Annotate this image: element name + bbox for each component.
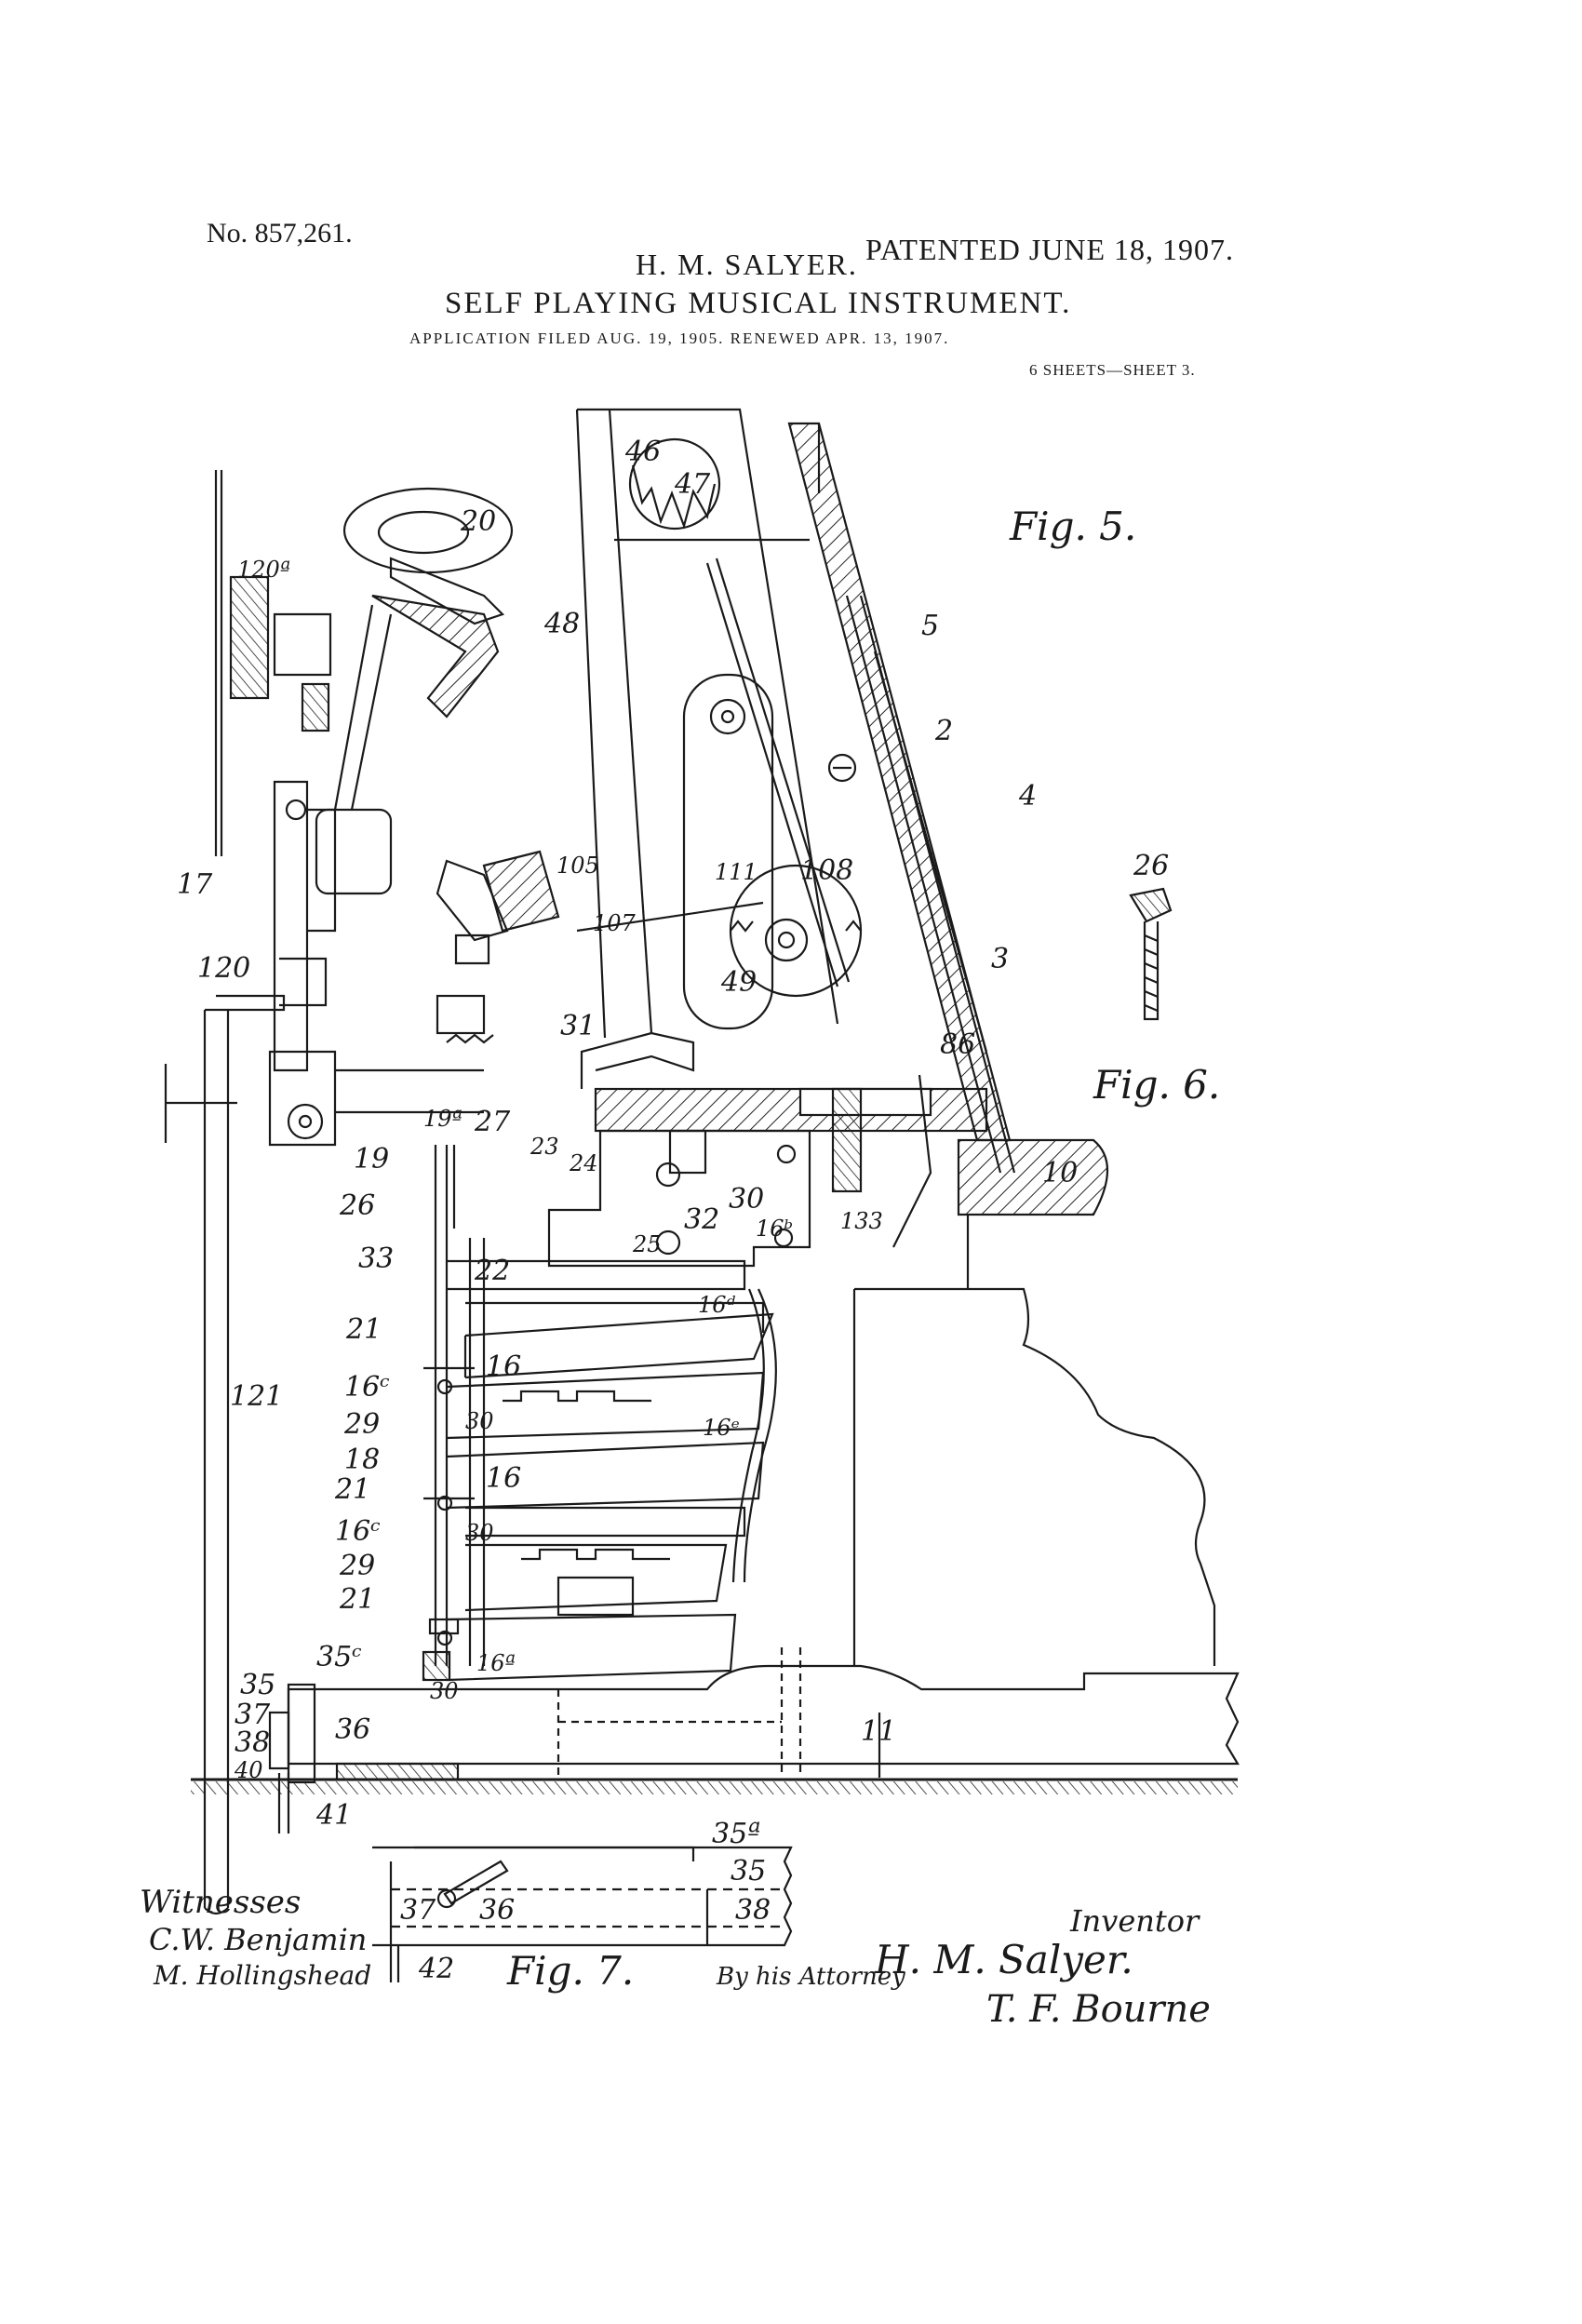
fig6-label: Fig. 6. xyxy=(1093,1062,1220,1108)
inventor-label: Inventor xyxy=(1069,1903,1200,1939)
ref-11: 11 xyxy=(861,1715,896,1748)
patent-date: PATENTED JUNE 18, 1907. xyxy=(865,233,1235,266)
ref-20: 20 xyxy=(460,505,496,538)
ref-121: 121 xyxy=(230,1380,283,1413)
ref-35: 35 xyxy=(240,1669,275,1701)
fig5-label: Fig. 5. xyxy=(1009,504,1136,549)
ref-133: 133 xyxy=(840,1208,883,1234)
ref-41: 41 xyxy=(315,1799,352,1832)
ref-105: 105 xyxy=(556,853,599,879)
inventor-signature: H. M. Salyer. xyxy=(874,1937,1133,1982)
ref-48: 48 xyxy=(543,608,580,640)
ref-2: 2 xyxy=(934,715,953,747)
ref-16-2: 16 xyxy=(486,1462,521,1495)
reference-numerals: 46 47 48 5 2 4 3 20 120ª 17 120 105 107 … xyxy=(177,436,1169,1985)
ref-36: 36 xyxy=(335,1713,370,1746)
ref-10: 10 xyxy=(1042,1157,1078,1189)
ref-16d: 16ᵈ xyxy=(698,1292,736,1318)
ref-120: 120 xyxy=(197,952,250,985)
sheet-info: 6 SHEETS—SHEET 3. xyxy=(1029,361,1196,379)
ref-86: 86 xyxy=(940,1028,975,1061)
inventor-name: H. M. SALYER. xyxy=(636,248,858,281)
ref-120a: 120ª xyxy=(237,557,290,583)
ref-37b: 37 xyxy=(400,1894,436,1927)
ref-30: 30 xyxy=(729,1183,764,1216)
ref-107: 107 xyxy=(593,910,637,936)
ref-16e: 16ᵉ xyxy=(703,1415,740,1441)
ref-21b: 21 xyxy=(334,1473,370,1506)
fig5-drawing xyxy=(164,408,1240,1982)
ref-21c: 21 xyxy=(339,1583,375,1616)
ref-27: 27 xyxy=(474,1106,511,1138)
ref-35a: 35ª xyxy=(712,1818,760,1850)
ref-16c-1: 16ᶜ xyxy=(344,1371,390,1404)
patent-title: SELF PLAYING MUSICAL INSTRUMENT. xyxy=(445,287,1072,320)
ref-31: 31 xyxy=(560,1010,596,1042)
ref-26: 26 xyxy=(339,1189,375,1222)
patent-number: No. 857,261. xyxy=(207,218,353,249)
ref-16b: 16ᵇ xyxy=(756,1216,793,1242)
ref-30b: 30 xyxy=(465,1408,494,1434)
ref-38b: 38 xyxy=(735,1894,771,1927)
ref-35b: 35 xyxy=(731,1855,766,1887)
ref-111: 111 xyxy=(715,859,757,885)
ref-4: 4 xyxy=(1018,780,1037,813)
ref-24: 24 xyxy=(569,1150,598,1176)
ref-19: 19 xyxy=(354,1143,389,1175)
ref-30c: 30 xyxy=(465,1520,494,1546)
ref-23: 23 xyxy=(530,1134,559,1160)
ref-16a: 16 xyxy=(486,1350,521,1383)
ref-46: 46 xyxy=(624,436,661,468)
ref-49: 49 xyxy=(720,966,757,999)
attorney-label: By his Attorney xyxy=(716,1963,905,1991)
ref-36b: 36 xyxy=(479,1894,515,1927)
ref-26-fig6: 26 xyxy=(1133,850,1169,882)
ref-29a: 29 xyxy=(343,1408,380,1441)
ref-16a-2: 16ª xyxy=(476,1650,516,1676)
ref-38: 38 xyxy=(235,1726,270,1759)
ref-19a: 19ª xyxy=(423,1106,463,1132)
application-line: APPLICATION FILED AUG. 19, 1905. RENEWED… xyxy=(409,329,950,347)
ref-108: 108 xyxy=(800,854,853,887)
ref-16c-2: 16ᶜ xyxy=(335,1515,381,1548)
witness-1-signature: C.W. Benjamin xyxy=(149,1922,367,1957)
ref-5: 5 xyxy=(921,610,939,642)
ref-21a: 21 xyxy=(345,1313,382,1346)
ref-25: 25 xyxy=(632,1231,662,1257)
ref-47: 47 xyxy=(674,468,711,501)
ref-17: 17 xyxy=(177,868,213,901)
fig7-label: Fig. 7. xyxy=(506,1948,634,1994)
attorney-signature: T. F. Bourne xyxy=(986,1988,1211,2031)
witness-2-signature: M. Hollingshead xyxy=(153,1960,371,1991)
ref-37: 37 xyxy=(235,1699,271,1731)
ref-33: 33 xyxy=(358,1243,394,1275)
ref-30d: 30 xyxy=(430,1678,459,1704)
signatures: Witnesses C.W. Benjamin M. Hollingshead … xyxy=(140,1884,1211,2031)
ref-42: 42 xyxy=(418,1953,454,1985)
ref-40: 40 xyxy=(234,1757,263,1783)
ref-22: 22 xyxy=(474,1255,510,1287)
ref-32: 32 xyxy=(684,1203,719,1236)
ref-3: 3 xyxy=(991,943,1009,975)
ref-35c: 35ᶜ xyxy=(316,1641,362,1673)
witnesses-label: Witnesses xyxy=(140,1884,301,1921)
ref-18: 18 xyxy=(344,1444,380,1476)
ref-29b: 29 xyxy=(339,1550,375,1582)
